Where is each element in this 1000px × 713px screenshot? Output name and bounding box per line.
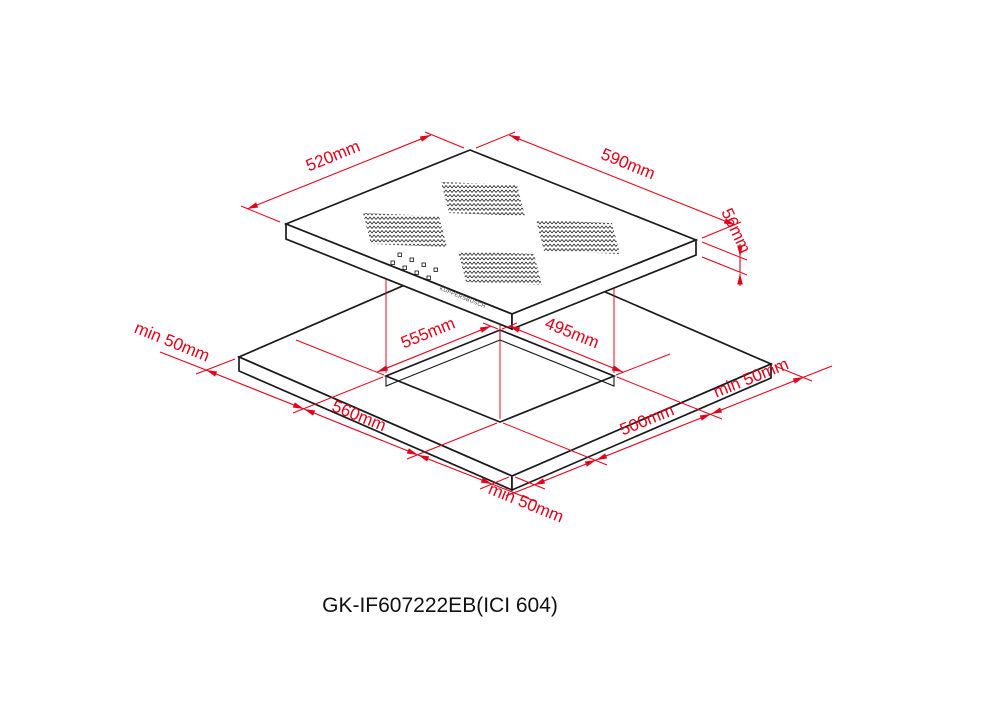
burner-zone-front bbox=[458, 251, 542, 285]
dim-label-clearance-front: min 50mm bbox=[486, 479, 567, 526]
burner-zone-left bbox=[363, 213, 447, 247]
control-panel bbox=[390, 252, 438, 280]
burner-zones bbox=[363, 182, 620, 285]
dim-label-hob-depth: 520mm bbox=[303, 136, 363, 175]
dim-label-clearance-left: min 50mm bbox=[132, 318, 213, 365]
burner-zone-back bbox=[441, 182, 525, 216]
dim-label-hob-thickness: 56mm bbox=[717, 205, 754, 256]
hob-front-right-face bbox=[511, 238, 697, 331]
burner-zone-right bbox=[536, 220, 620, 254]
hob: KUPPERSBUSCH bbox=[283, 149, 699, 331]
dim-label-hob-width: 590mm bbox=[598, 144, 658, 183]
model-label: GK-IF607222EB(ICI 604) bbox=[322, 594, 558, 617]
dim-hob-thickness-56: 56mm bbox=[701, 205, 755, 286]
